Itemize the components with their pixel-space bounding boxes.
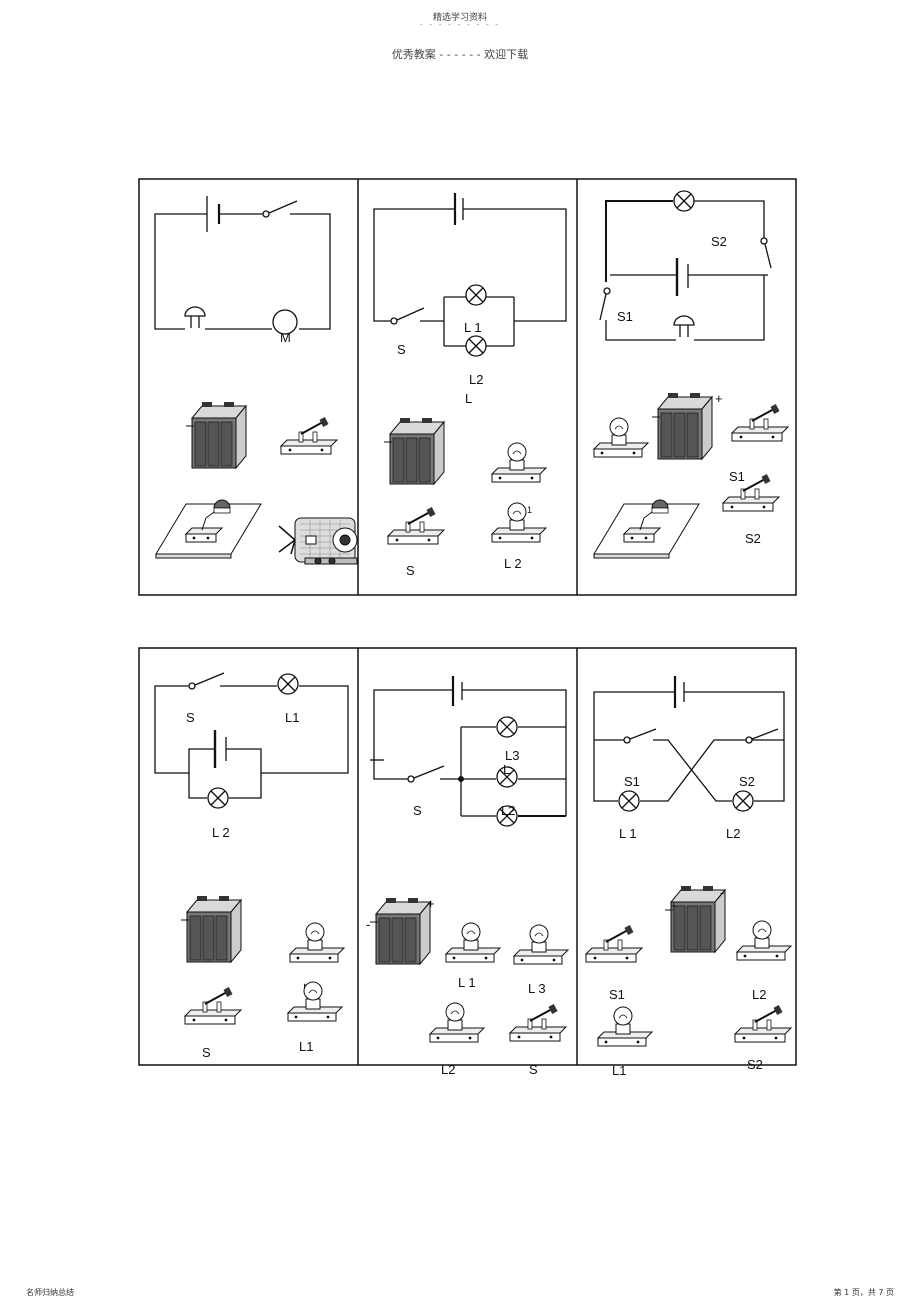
lamp-l1-symbol xyxy=(618,790,640,812)
label-l1: L 1 xyxy=(464,320,482,335)
push-button-board xyxy=(155,499,262,559)
bulb-holder xyxy=(491,442,547,483)
label-l1-small: 1 xyxy=(527,505,532,515)
junction-dot xyxy=(458,776,464,782)
lamp-l1-symbol xyxy=(277,673,299,695)
footer-left: 名师归纳总结 xyxy=(26,1288,74,1297)
label-s: S xyxy=(413,803,422,818)
panel-6-circuit-diagram xyxy=(593,676,785,802)
battery-pack xyxy=(185,401,247,469)
bulb-holder xyxy=(445,922,501,963)
label-l1-bottom: L 1 xyxy=(458,975,476,990)
knife-switch xyxy=(184,986,242,1025)
label-l1-bottom: L1 xyxy=(299,1039,313,1054)
lamp-symbol xyxy=(673,190,695,212)
label-plus: + xyxy=(427,896,435,911)
electric-motor xyxy=(278,517,358,565)
label-l1: L1 xyxy=(285,710,299,725)
label-minus: - xyxy=(366,917,370,932)
label-l2-bottom: L 2 xyxy=(504,556,522,571)
label-l2-bottom: L2 xyxy=(752,987,766,1002)
bulb-holder xyxy=(289,922,345,963)
footer-page-number: 第 1 页，共 7 页 xyxy=(833,1288,894,1297)
battery-pack xyxy=(664,885,726,953)
knife-switch xyxy=(280,416,338,455)
battery-pack xyxy=(369,897,431,965)
label-s-bottom: S xyxy=(529,1062,538,1077)
bulb-holder xyxy=(429,1002,485,1043)
label-s1: S1 xyxy=(624,774,640,789)
battery-pack xyxy=(180,895,242,963)
label-l3-bottom: L 3 xyxy=(528,981,546,996)
label-plus: + xyxy=(715,391,723,406)
lamp-symbol xyxy=(496,716,518,738)
label-s1-bottom: S1 xyxy=(729,469,745,484)
push-button-board xyxy=(593,499,700,559)
label-l2: L 2 xyxy=(212,825,230,840)
label-s2: S2 xyxy=(739,774,755,789)
bulb-holder xyxy=(287,981,343,1022)
panel-4-circuit-diagram xyxy=(154,672,349,799)
lamp-l2-symbol xyxy=(465,335,487,357)
panel-grid-bottom xyxy=(138,647,797,1066)
label-s1: S1 xyxy=(617,309,633,324)
panel-5-circuit-diagram xyxy=(370,676,567,817)
bulb-holder xyxy=(513,924,569,965)
page-header-title: 精选学习资料 xyxy=(432,13,487,23)
panel-1-circuit-diagram xyxy=(154,196,331,335)
bulb-holder xyxy=(491,502,547,543)
label-l2: L2 xyxy=(501,803,515,818)
label-s1-bottom: S1 xyxy=(609,987,625,1002)
label-plus: + xyxy=(670,898,678,913)
label-s-bottom: S xyxy=(406,563,415,578)
label-s: S xyxy=(397,342,406,357)
label-l: L xyxy=(503,762,510,777)
knife-switch xyxy=(731,403,789,442)
label-l: L xyxy=(465,391,472,406)
lamp-l1-symbol xyxy=(465,284,487,306)
bulb-holder xyxy=(597,1006,653,1047)
page-header-subtitle: 优秀教案 - - - - - - 欢迎下载 xyxy=(391,48,529,61)
label-s: S xyxy=(186,710,195,725)
label-l1-bottom: L1 xyxy=(612,1063,626,1078)
label-l2: L2 xyxy=(726,826,740,841)
battery-pack xyxy=(651,392,713,460)
label-s-bottom: S xyxy=(202,1045,211,1060)
bulb-holder xyxy=(593,417,649,458)
motor-label: M xyxy=(280,330,291,345)
panel-3-circuit-diagram xyxy=(599,200,772,341)
bulb-holder xyxy=(736,920,792,961)
label-minus: - xyxy=(720,885,724,900)
label-s2-bottom: S2 xyxy=(747,1057,763,1072)
knife-switch xyxy=(734,1004,792,1043)
bell-symbol xyxy=(184,306,206,329)
lamp-l2-symbol xyxy=(207,787,229,809)
label-l2: L2 xyxy=(469,372,483,387)
knife-switch xyxy=(509,1003,567,1042)
battery-pack xyxy=(383,417,445,485)
label-l1: L 1 xyxy=(619,826,637,841)
label-s2-bottom: S2 xyxy=(745,531,761,546)
label-l2-bottom: L2 xyxy=(441,1062,455,1077)
page-header-dashes: - - - - - - - - - xyxy=(419,20,501,29)
label-l3: L3 xyxy=(505,748,519,763)
knife-switch xyxy=(387,506,445,545)
label-s2: S2 xyxy=(711,234,727,249)
panel-2-circuit-diagram xyxy=(373,193,567,347)
knife-switch xyxy=(585,924,643,963)
panel-grid-top xyxy=(138,178,797,596)
lamp-l2-symbol xyxy=(732,790,754,812)
bell-symbol xyxy=(673,315,695,338)
